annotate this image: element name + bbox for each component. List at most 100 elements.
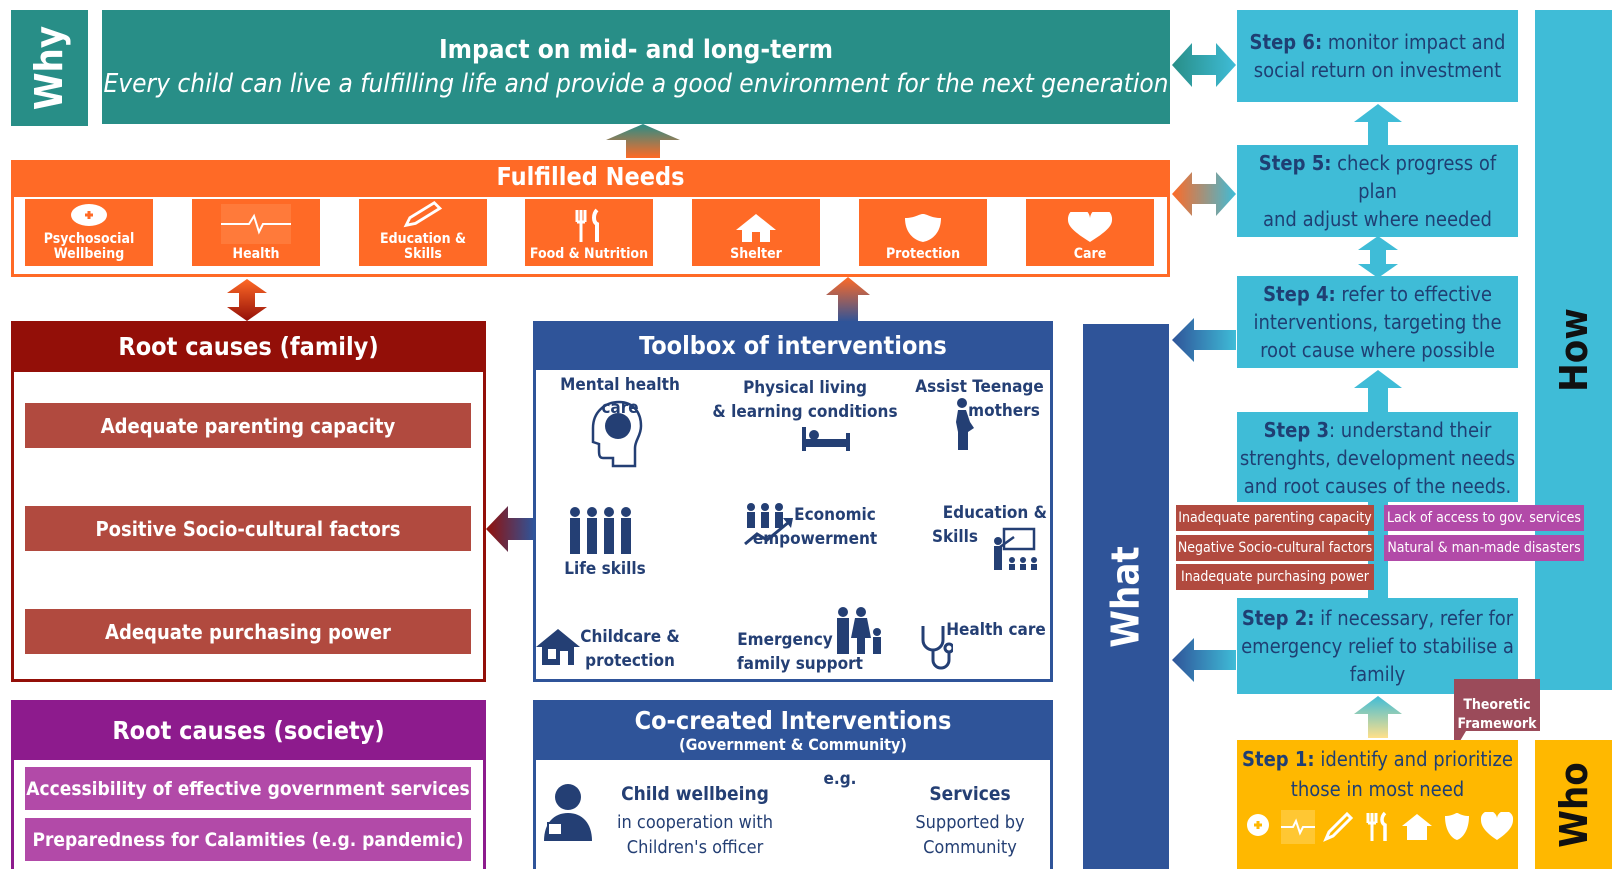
brain-head-icon [591,400,643,468]
step-3: Step 3: understand their strenghts, deve… [1237,412,1518,502]
family-icon [837,607,881,654]
toolbox-header: Toolbox of interventions [533,321,1053,370]
step5-bold: Step 5: [1258,151,1332,175]
step2-text3: family [1349,662,1406,686]
pencil-icon [403,200,443,228]
need-protection: Protection [859,199,987,266]
why-label: Why [27,25,72,111]
step6-bold: Step 6: [1249,30,1323,54]
need-label: Wellbeing [53,246,125,262]
tb-edu-label1: Education & [942,503,1047,523]
left-arrow-step4-what [1172,318,1236,362]
need-care: Care [1026,199,1154,266]
fulfilled-needs-header [11,160,1170,197]
root-family-item: Positive Socio-cultural factors [25,506,471,551]
need-education: Education & Skills [359,199,487,266]
who-label-box: Who [1535,740,1612,869]
tb-emerg-label2: family support [737,654,863,674]
step-2: Step 2: if necessary, refer for emergenc… [1237,598,1518,694]
tb-child-label1: Childcare & [580,627,680,647]
tag-parenting: Inadequate parenting capacity [1176,505,1374,531]
impact-subtitle: Every child can live a fulfilling life a… [103,69,1169,99]
tb-physical-label2: & learning conditions [712,402,898,422]
pencil-icon [1321,810,1355,844]
step4-text3: root cause where possible [1260,338,1495,362]
cocreated-header: Co-created Interventions (Government & C… [533,700,1053,760]
tag-gov-services: Lack of access to gov. services [1384,505,1584,531]
step-6: Step 6: monitor impact and social return… [1237,10,1518,102]
impact-banner: Impact on mid- and long-term Every child… [102,10,1170,124]
double-arrow-family [227,279,267,321]
up-arrow-to-impact [606,124,680,158]
heart-icon [1480,810,1514,844]
step5-text2: and adjust where needed [1263,207,1492,231]
officer-icon [544,784,592,841]
root-family-header: Root causes (family) [11,321,486,372]
tb-physical-label1: Physical living [743,378,867,398]
root-society-header: Root causes (society) [11,700,486,760]
cocreated-subtitle: (Government & Community) [679,735,907,754]
tb-edu-label2: Skills [932,527,979,547]
group-people-icon [570,507,631,554]
pregnant-icon [956,398,974,450]
house-child-icon [536,629,580,665]
tb-emerg-label1: Emergency [737,630,833,650]
tb-teen-label2: mothers [968,401,1040,421]
why-label-box: Why [11,10,88,126]
step5-text: check progress of plan [1331,151,1497,203]
step1-bold: Step 1: [1242,747,1315,771]
tag-disasters: Natural & man-made disasters [1384,535,1584,561]
svc-line2: Community [923,837,1017,858]
step3-text: : understand their [1329,418,1492,442]
need-shelter: Shelter [692,199,820,266]
what-label-box: What [1083,324,1169,869]
cutlery-icon [575,208,599,242]
how-label: How [1551,308,1596,392]
cw-title: Child wellbeing [621,783,769,805]
need-label: Food & Nutrition [529,246,649,262]
step3-text2: strenghts, development needs [1239,446,1516,470]
theoretic-framework-badge [1454,679,1540,751]
step3-bold: Step 3 [1263,418,1330,442]
double-arrow-4-5 [1358,236,1398,278]
tb-econ-label1: Economic [794,505,876,525]
step-4: Step 4: refer to effective interventions… [1237,276,1518,368]
toolbox-title: Toolbox of interventions [639,331,947,360]
cocreated-title: Co-created Interventions [634,706,952,735]
double-arrow-impact-step6 [1172,43,1236,87]
how-label-box: How [1535,10,1612,690]
heartbeat-icon [221,204,291,244]
root-family-item: Adequate purchasing power [25,609,471,654]
tb-teen-label1: Assist Teenage [915,377,1044,397]
cutlery-icon [1360,810,1394,844]
step4-bold: Step 4: [1263,282,1336,306]
head-plus-icon [1241,810,1275,844]
step4-text2: interventions, targeting the [1253,310,1502,334]
need-label: Psychosocial [43,231,135,247]
need-psychosocial: Psychosocial Wellbeing [25,199,153,266]
impact-title: Impact on mid- and long-term [438,35,834,65]
step2-bold: Step 2: [1241,606,1315,630]
tag-purchasing: Inadequate purchasing power [1176,564,1374,590]
heartbeat-icon [1280,810,1315,844]
heart-icon [1067,212,1113,242]
need-health: Health [192,199,320,266]
step6-text2: social return on investment [1253,58,1502,82]
need-food: Food & Nutrition [525,199,653,266]
stethoscope-icon [921,626,953,670]
cw-line2: Children's officer [626,837,764,858]
cw-line1: in cooperation with [617,812,773,833]
step2-text: if necessary, refer for [1314,606,1514,630]
what-label: What [1104,545,1149,648]
need-label: Education & Skills [380,231,466,262]
tb-child-label2: protection [585,651,675,671]
economic-icon [744,503,793,546]
need-label: Shelter [730,246,782,262]
need-label: Health [232,246,280,262]
step3-text3: and root causes of the needs. [1243,474,1512,498]
double-arrow-needs-step5 [1172,172,1236,216]
root-family-title: Root causes (family) [118,332,379,361]
step2-text2: emergency relief to stabilise a [1241,634,1514,658]
shield-icon [905,214,941,242]
head-plus-icon [71,204,107,226]
